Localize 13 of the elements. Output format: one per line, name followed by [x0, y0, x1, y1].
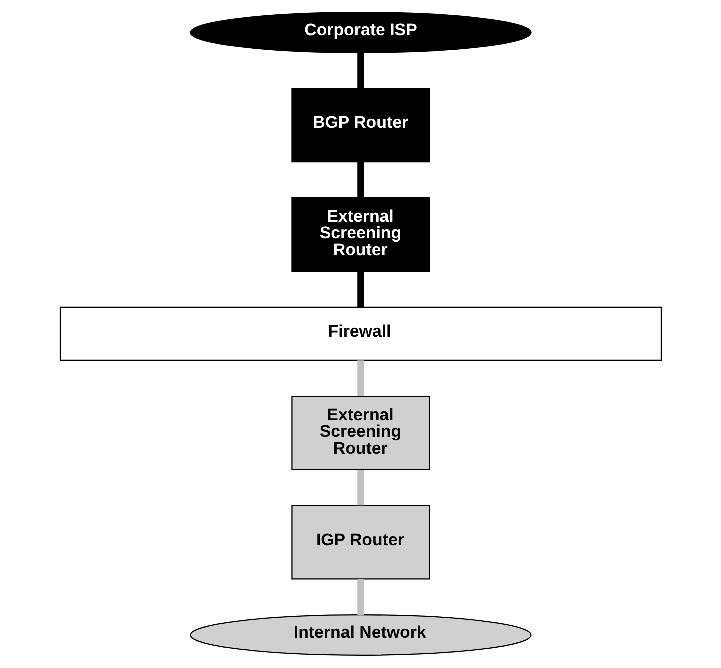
connector	[357, 271, 364, 308]
node-box: External Screening Router	[291, 198, 430, 272]
node-box: Firewall	[59, 306, 662, 362]
connector	[357, 53, 364, 89]
connector	[357, 579, 364, 616]
node-ellipse: Internal Network	[190, 614, 532, 656]
node-box: IGP Router	[291, 505, 430, 580]
node-ellipse: Corporate ISP	[190, 12, 532, 54]
node-box: External Screening Router	[291, 396, 430, 470]
connector	[357, 470, 364, 506]
connector	[357, 162, 364, 198]
node-box: BGP Router	[291, 88, 430, 163]
connector	[357, 360, 364, 396]
